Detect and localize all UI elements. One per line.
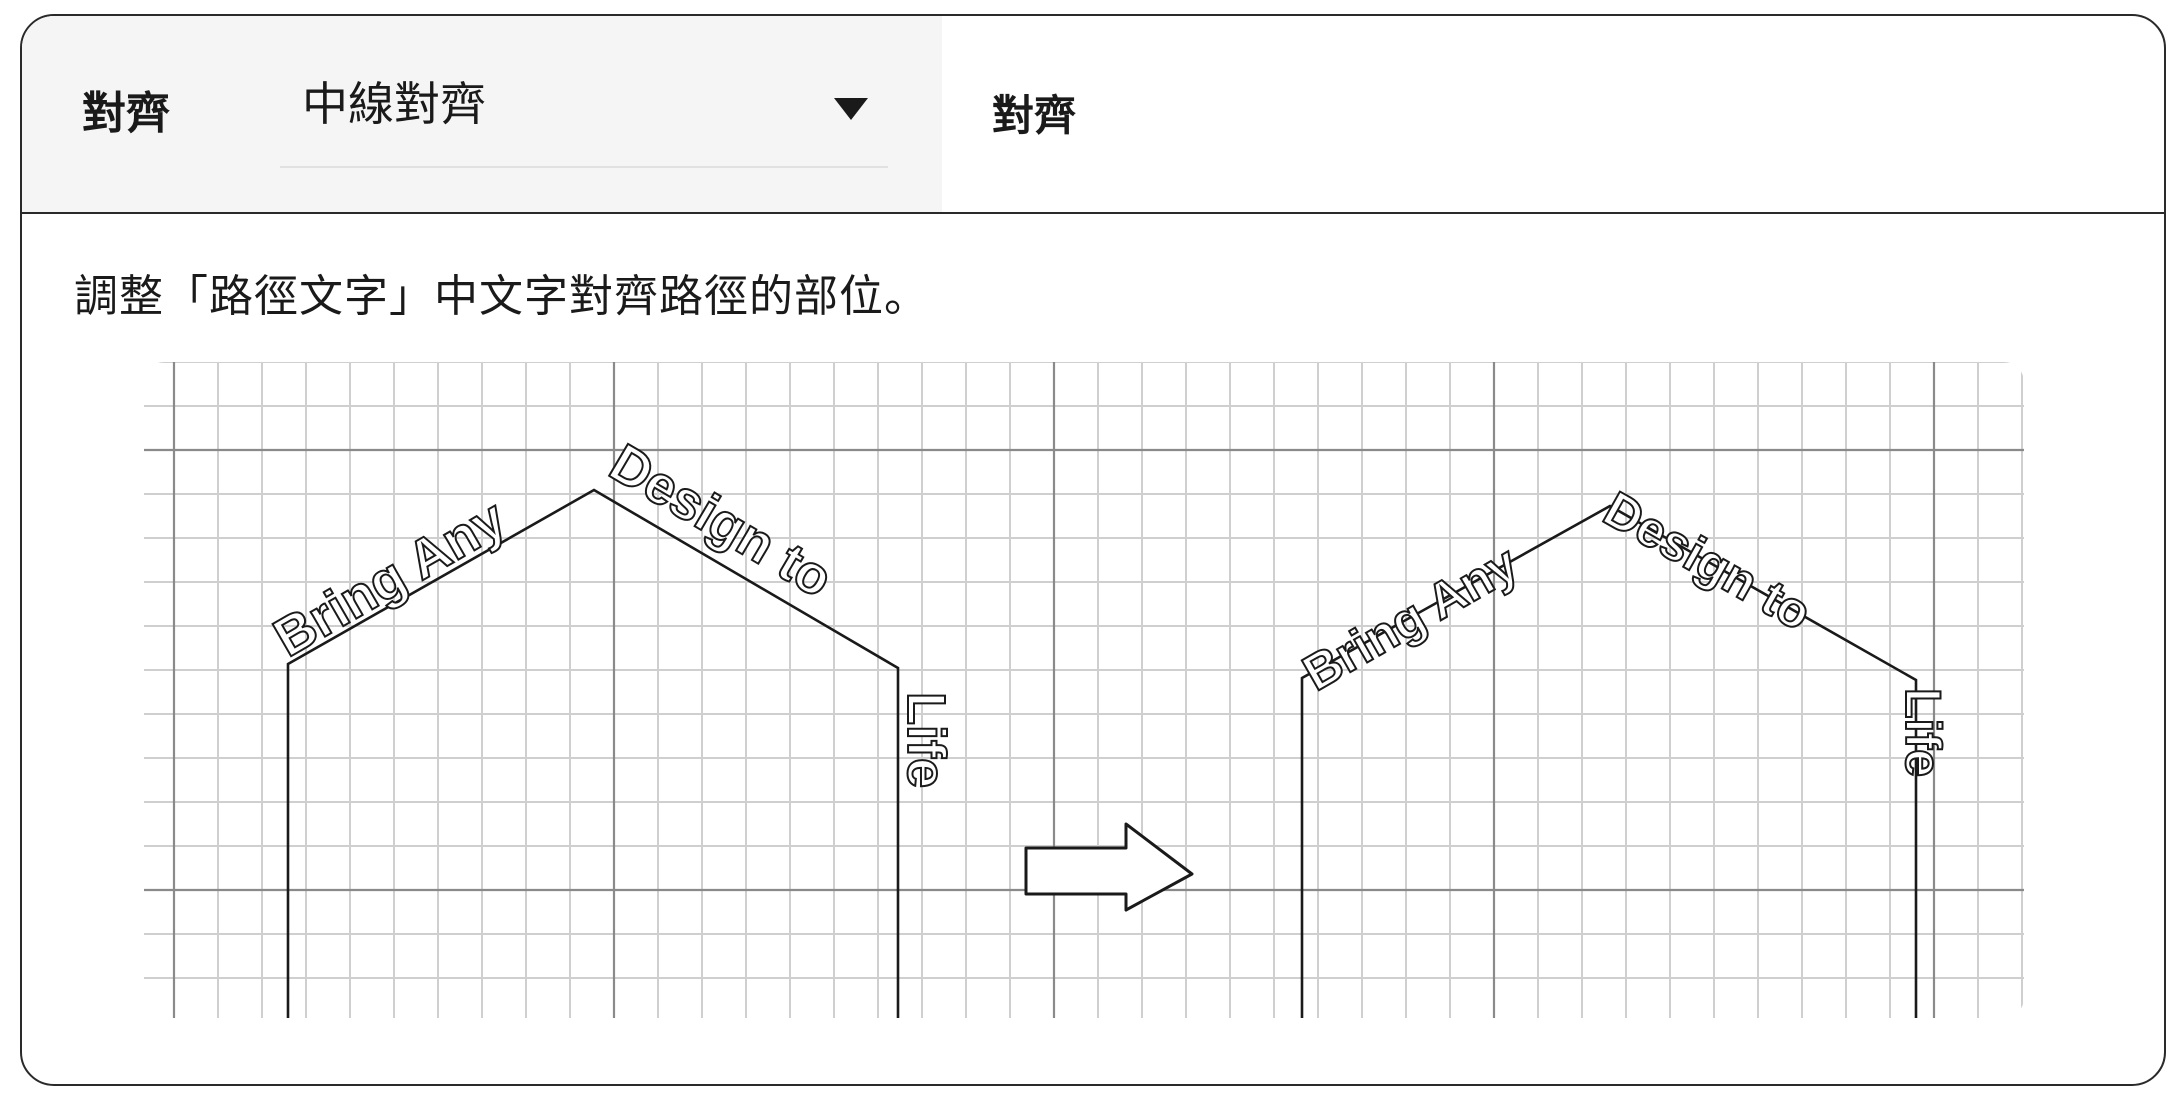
before-shape	[286, 488, 900, 1018]
after-text-segment-3: Life	[1894, 687, 1952, 778]
alignment-setting-card: 對齊 中線對齊 對齊 調整「路徑文字」中文字對齊路徑的部位。	[20, 14, 2166, 1086]
setting-label: 對齊	[82, 88, 170, 139]
setting-control-panel: 對齊 中線對齊	[22, 16, 942, 212]
svg-text:Life: Life	[896, 692, 956, 788]
alignment-select[interactable]: 中線對齊	[280, 68, 888, 168]
before-text-segment-3: Life	[895, 691, 957, 789]
right-arrow-icon	[1024, 822, 1194, 912]
detail-description: 調整「路徑文字」中文字對齊路徑的部位。	[74, 271, 929, 322]
setting-header-row: 對齊 中線對齊 對齊	[22, 16, 2164, 214]
path-text-illustration: Bring Any Design to Life Bring Any Desig…	[144, 362, 2024, 1018]
alignment-select-value: 中線對齊	[302, 77, 486, 131]
svg-text:Life: Life	[1895, 688, 1951, 777]
grid-background	[144, 362, 2024, 1018]
after-shape	[1300, 504, 1918, 1018]
caret-down-icon	[834, 98, 868, 120]
detail-title: 對齊	[992, 91, 1077, 140]
